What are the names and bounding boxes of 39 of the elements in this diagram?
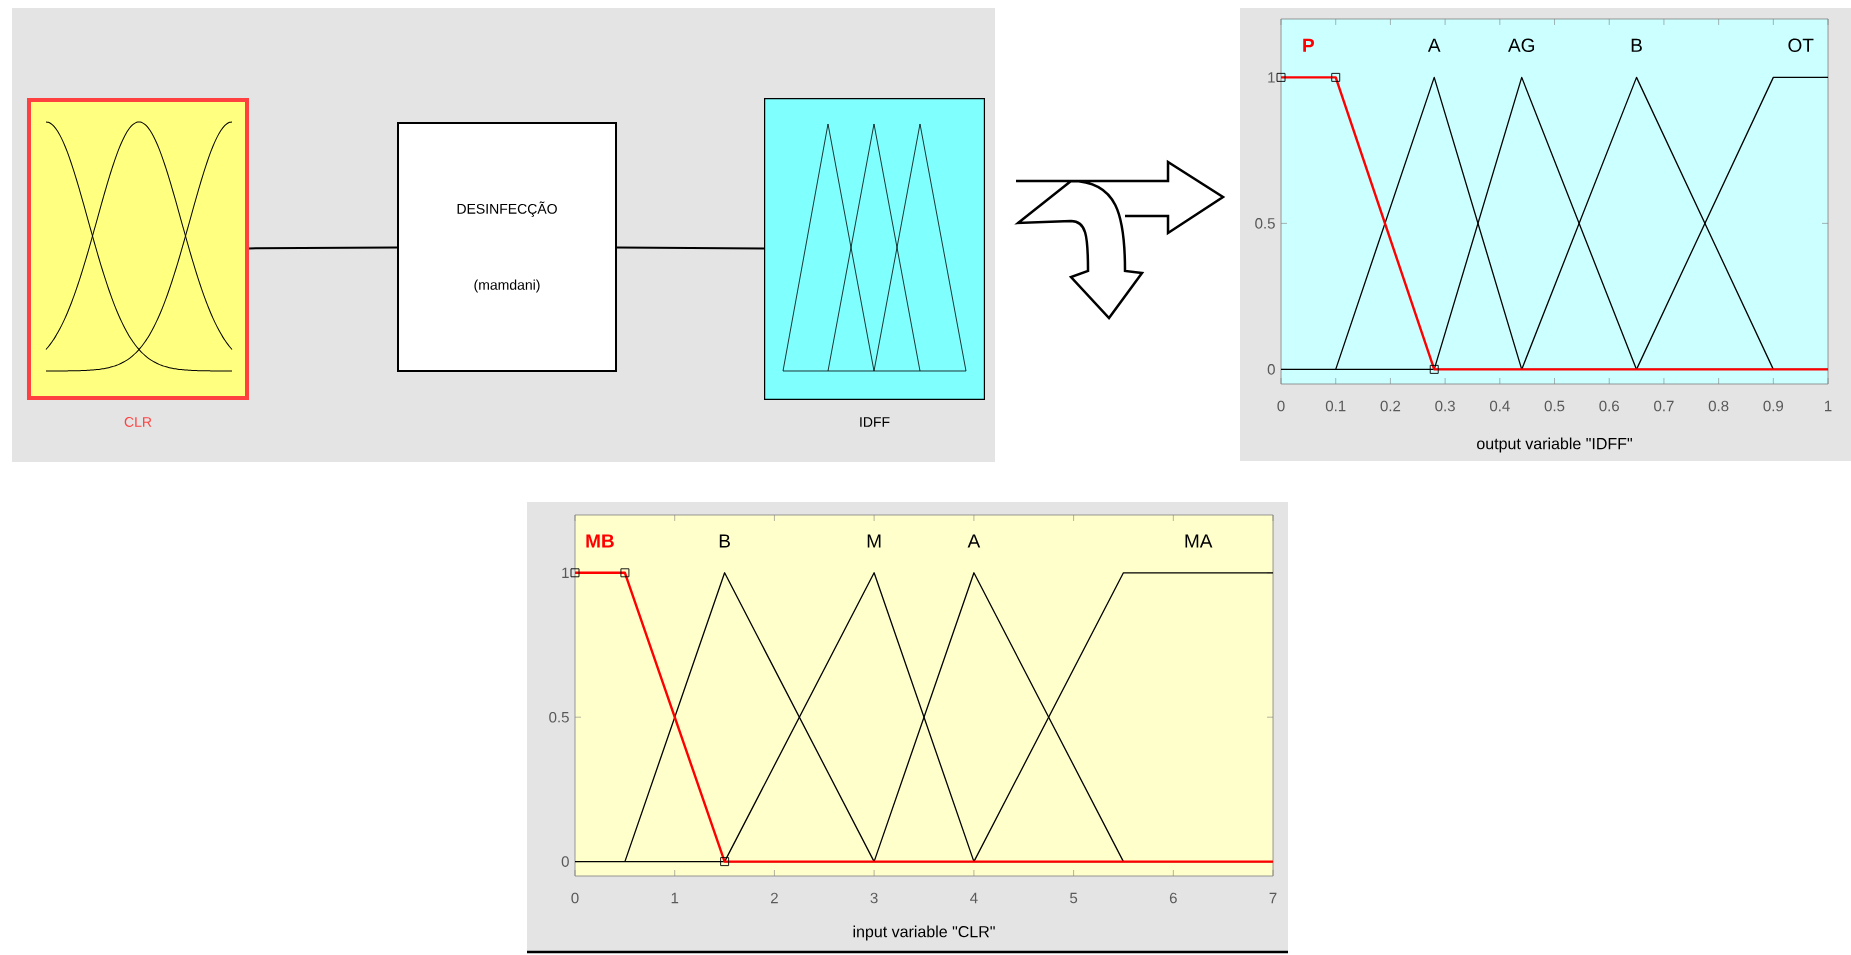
tick-label: 4	[970, 892, 978, 904]
series-label: A	[1427, 38, 1441, 52]
box-label: CLR	[124, 417, 152, 427]
tick-label: 1	[671, 892, 679, 904]
series-label: B	[719, 534, 730, 548]
series-label: P	[1303, 38, 1314, 52]
tick-label: 0	[1267, 364, 1275, 375]
tick-label: 0	[1277, 400, 1285, 412]
series-label: OT	[1788, 38, 1814, 52]
tick-label: 0.5	[1544, 400, 1565, 412]
tick-label: 0.1	[1325, 400, 1346, 412]
tick-label: 0.7	[1654, 400, 1674, 412]
tick-label: 1	[1268, 72, 1275, 83]
tick-label: 5	[1070, 892, 1078, 904]
series-label: AG	[1508, 38, 1534, 52]
tick-label: 7	[1269, 892, 1277, 904]
tick-label: 0.5	[549, 711, 569, 723]
axis-label: output variable "IDFF"	[1477, 437, 1632, 453]
tick-label: 0.4	[1490, 400, 1510, 412]
tick-label: 0.3	[1435, 400, 1455, 412]
series-label: A	[967, 534, 981, 548]
tick-label: 2	[771, 892, 778, 904]
tick-label: 1	[562, 567, 569, 578]
series-label: B	[1631, 38, 1642, 52]
tick-label: 0.6	[1599, 400, 1619, 412]
tick-label: 0.8	[1708, 400, 1729, 412]
series-label: M	[867, 534, 881, 548]
tick-label: 0.9	[1763, 400, 1784, 412]
tick-label: 6	[1169, 892, 1177, 904]
tick-label: 0.5	[1255, 218, 1275, 229]
tick-label: 1	[1825, 400, 1832, 412]
tick-label: 0	[571, 892, 579, 904]
series-label: MB	[586, 534, 614, 548]
tick-label: 0	[561, 856, 569, 867]
axis-label: input variable "CLR"	[853, 925, 995, 941]
tick-label: 0.2	[1380, 400, 1401, 412]
box-label: IDFF	[860, 417, 890, 427]
tick-label: 3	[870, 892, 878, 904]
series-label: MA	[1185, 534, 1213, 548]
